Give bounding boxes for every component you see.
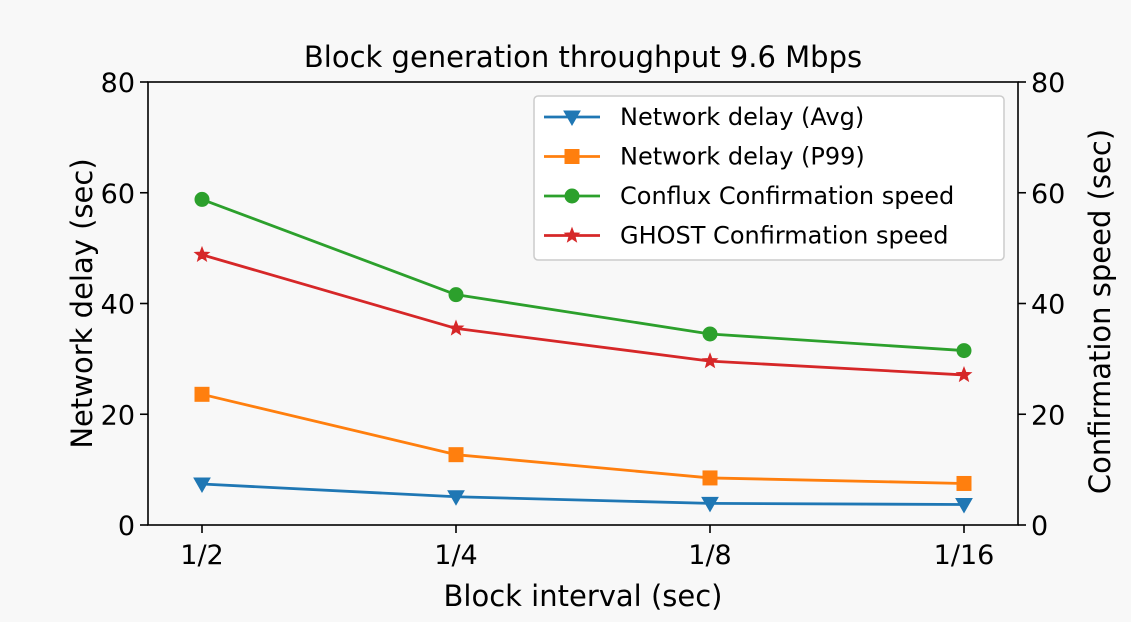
data-point	[447, 319, 465, 336]
plot-frame	[147, 81, 1019, 526]
x-axis-ticks: 1/2 1/4 1/8 1/16	[180, 525, 994, 571]
legend-marker	[564, 188, 580, 204]
legend-label: Network delay (P99)	[620, 143, 865, 171]
series-line	[201, 482, 965, 506]
y2-axis-label: Confirmation speed (sec)	[1083, 129, 1117, 494]
series-ghost-confirmation-speed	[193, 245, 973, 383]
legend-marker	[564, 149, 580, 164]
data-point	[448, 447, 464, 463]
legend-box	[533, 95, 1005, 261]
data-point	[193, 245, 211, 262]
data-point	[955, 366, 973, 383]
data-point	[701, 496, 719, 513]
x-axis-label: Block interval (sec)	[444, 579, 723, 613]
y2-tick-label: 60	[1031, 179, 1065, 210]
y-tick-label: 80	[101, 68, 135, 99]
right-axis-ticks: 0 20 40 60 80	[1018, 68, 1065, 542]
legend-label: Network delay (Avg)	[620, 103, 864, 131]
legend-marker	[563, 226, 581, 243]
left-axis-ticks: 0 20 40 60 80	[101, 68, 148, 542]
data-point	[702, 470, 718, 486]
data-point	[956, 343, 972, 359]
legend-label: GHOST Confirmation speed	[620, 222, 948, 250]
series-conflux-confirmation-speed	[194, 191, 972, 359]
legend: Network delay (Avg) Network delay (P99) Co…	[533, 95, 1005, 261]
y2-tick-label: 20	[1031, 400, 1065, 431]
y-axis-label: Network delay (sec)	[65, 158, 99, 448]
data-point	[447, 490, 465, 506]
data-point	[955, 498, 973, 514]
data-point	[702, 326, 718, 342]
series-layer	[193, 191, 973, 514]
x-tick-label: 1/8	[688, 540, 731, 571]
y2-tick-label: 0	[1031, 511, 1048, 542]
x-tick-label: 1/4	[434, 540, 477, 571]
series-network-delay-p99	[194, 386, 972, 491]
legend-item: GHOST Confirmation speed	[544, 222, 948, 250]
y-tick-label: 40	[101, 290, 135, 321]
x-tick-label: 1/2	[180, 540, 223, 571]
series-line	[201, 198, 965, 352]
y-tick-label: 20	[101, 400, 135, 431]
data-point	[701, 352, 719, 369]
legend-label: Conflux Confirmation speed	[620, 182, 954, 210]
series-network-delay-avg	[193, 477, 973, 514]
series-line	[201, 253, 965, 377]
legend-marker	[563, 110, 581, 127]
series-line	[201, 392, 965, 485]
y-tick-label: 60	[101, 179, 135, 210]
y-tick-label: 0	[118, 511, 135, 542]
legend-item: Conflux Confirmation speed	[544, 182, 954, 210]
data-point	[193, 477, 211, 494]
data-point	[448, 287, 464, 303]
y2-tick-label: 80	[1031, 68, 1065, 99]
legend-item: Network delay (Avg)	[544, 103, 864, 131]
legend-item: Network delay (P99)	[544, 143, 865, 171]
y2-tick-label: 40	[1031, 290, 1065, 321]
data-point	[956, 475, 972, 491]
chart-title: Block generation throughput 9.6 Mbps	[304, 40, 862, 74]
data-point	[194, 386, 210, 402]
x-tick-label: 1/16	[934, 540, 995, 571]
data-point	[194, 191, 210, 207]
